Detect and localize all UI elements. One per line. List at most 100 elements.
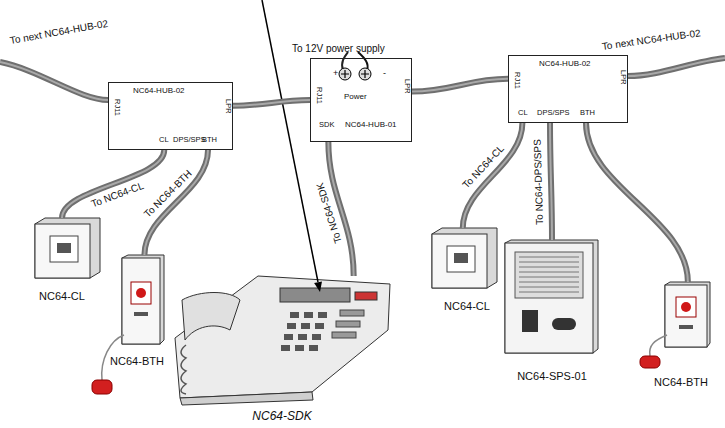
port-name: LPR (404, 79, 412, 94)
desk-phone: NC64-SDK (170, 276, 394, 422)
cable-sheath (586, 123, 688, 282)
function-key (336, 321, 360, 327)
wall-plate-side (665, 282, 710, 347)
device-name: NC64-BTH (100, 356, 174, 367)
keypad-key (318, 312, 327, 318)
handset (182, 293, 240, 341)
keypad-key (312, 334, 321, 340)
keypad-key (315, 323, 324, 329)
cord-slot (134, 312, 148, 316)
keypad-key (301, 323, 310, 329)
socket (454, 253, 468, 263)
function-key (340, 310, 364, 316)
indicator (136, 288, 146, 298)
cable (0, 62, 108, 100)
cable-highlight (412, 79, 508, 92)
cord-slot (679, 325, 693, 329)
call-point: NC64-CL (15, 218, 109, 302)
device-name: NC64-CL (15, 291, 109, 302)
hub-name: NC64-HUB-02 (539, 60, 591, 68)
pull-button (676, 297, 696, 317)
speaker-button (552, 318, 576, 330)
keypad-key (284, 334, 293, 340)
port-name: CL (518, 109, 528, 117)
cable-highlight (233, 100, 310, 106)
function-key (332, 332, 356, 338)
port-name: RJ11 (514, 72, 522, 89)
indicator (681, 302, 691, 312)
hub-box: NC64-HUB-01 + - Power RJ11 LPR SDK (310, 58, 412, 142)
phone-key (355, 292, 377, 300)
speaker-button (522, 310, 538, 332)
keypad-key (309, 345, 318, 351)
call-module (50, 236, 78, 262)
phone-display (280, 288, 350, 302)
port-name: SDK (319, 121, 334, 129)
cable (628, 58, 725, 76)
wall-plate (505, 243, 593, 353)
port-name: DPS/SPS (537, 109, 570, 117)
port-name: CL (159, 136, 169, 144)
pull-button (131, 282, 151, 304)
wall-plate-side (505, 240, 598, 353)
port-name: BTH (202, 136, 217, 144)
keypad-key (281, 345, 290, 351)
leader-arrowhead (314, 281, 322, 292)
wall-plate (432, 234, 487, 288)
keypad-key (298, 334, 307, 340)
cable-destination-note: To next NC64-HUB-02 (9, 19, 109, 46)
screw-slot (341, 70, 369, 78)
call-module (447, 246, 475, 272)
speaker-station: NC64-SPS-01 (500, 240, 604, 382)
port-name: DPS/SPS (173, 136, 206, 144)
power-wire (342, 52, 348, 70)
cable (586, 123, 688, 282)
cable (412, 79, 508, 92)
cable-destination-note: To next NC64-HUB-02 (601, 28, 701, 52)
hub-name: NC64-HUB-01 (345, 121, 397, 129)
port-name: RJ11 (316, 87, 324, 104)
terminal-name: Power (344, 93, 367, 101)
cable-highlight (550, 123, 552, 240)
port-name: RJ11 (114, 99, 122, 116)
socket (57, 243, 71, 253)
power-wire (358, 52, 368, 70)
keypad-key (290, 312, 299, 318)
hub-box: NC64-HUB-02RJ11CLDPS/SPSBTHLPR (108, 82, 233, 150)
cable-destination-note: To 12V power supply (292, 44, 385, 54)
keypad-key (295, 345, 304, 351)
port-name: LPR (225, 99, 233, 114)
cable (550, 123, 552, 240)
bath-pull-unit: NC64-BTH (100, 255, 174, 367)
phone-body (175, 276, 390, 398)
wall-plate-side (432, 228, 497, 288)
device-name: NC64-SDK (170, 410, 394, 422)
call-point: NC64-CL (425, 228, 509, 312)
speaker-grille (515, 252, 583, 298)
cable (233, 100, 310, 106)
wall-plate-side (122, 255, 164, 344)
wall-plate (35, 224, 90, 278)
device-name: NC64-CL (425, 301, 509, 312)
device-name: NC64-BTH (638, 377, 724, 388)
port-name: BTH (580, 109, 595, 117)
grille-slots (519, 257, 579, 292)
polarity-mark: - (383, 69, 386, 78)
device-name: NC64-SPS-01 (500, 371, 604, 382)
keypad-key (304, 312, 313, 318)
phone-base (180, 392, 313, 405)
hub-box: NC64-HUB-02RJ11CL DPS/SPS BTH LPR (508, 55, 628, 123)
coiled-cord (181, 345, 186, 394)
cable-highlight (628, 58, 725, 76)
cable-sheath (233, 100, 310, 106)
cable-label: To NC64-DPS/SPS (532, 137, 547, 227)
wall-plate (122, 258, 160, 344)
port-name: LPR (620, 70, 628, 85)
wall-plate-side (35, 218, 100, 278)
polarity-mark: + (333, 69, 338, 78)
cable-sheath (412, 79, 508, 92)
